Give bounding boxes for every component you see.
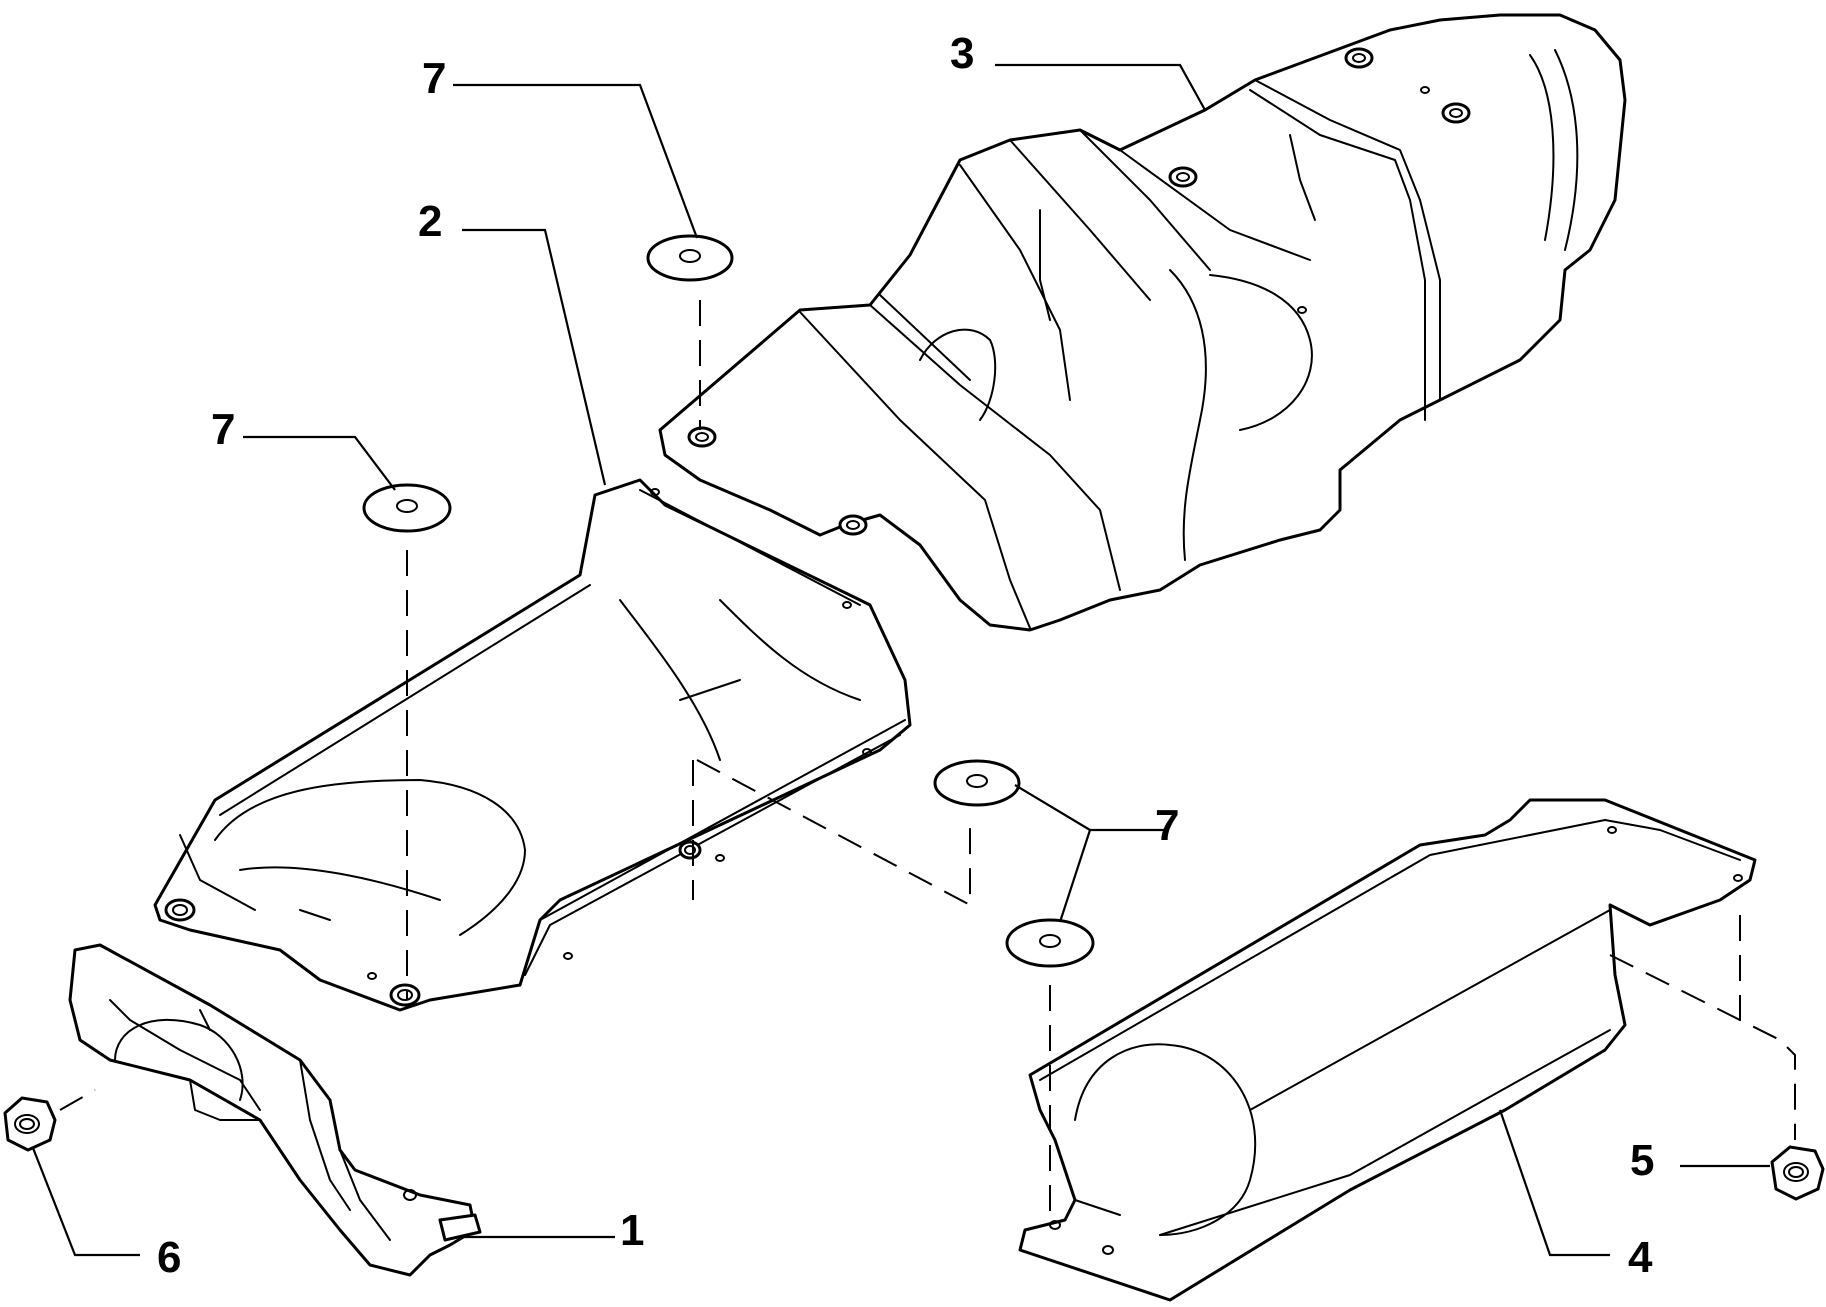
washer-7-lower [1005,918,1095,968]
nut-5 [1770,1145,1825,1201]
part-3-heat-shield [658,13,1627,632]
callout-7-top: 7 [422,54,446,103]
washer-7-left [362,483,452,533]
nut-6 [3,1096,57,1152]
part-4-holes [1049,826,1743,1255]
callout-1: 1 [620,1206,644,1255]
part-1-heat-shield [68,943,482,1277]
callout-2: 2 [418,197,442,246]
callout-6: 6 [157,1233,181,1282]
leader-lines [31,63,1770,1257]
part-4-heat-shield [1018,798,1757,1302]
callout-3: 3 [950,29,974,78]
callout-4: 4 [1628,1233,1653,1282]
callout-5: 5 [1630,1136,1654,1185]
washer-7-mid [933,759,1021,807]
callout-7-right: 7 [1155,801,1179,850]
part-3-holes [687,47,1471,536]
callout-7-left: 7 [211,405,235,454]
part-2-holes [164,488,872,1007]
washer-7-top [646,234,734,282]
assembly-lines [59,300,1796,1220]
part-2-heat-shield [153,478,912,1012]
callout-labels: 7 2 3 7 7 1 4 5 6 [157,29,1654,1282]
